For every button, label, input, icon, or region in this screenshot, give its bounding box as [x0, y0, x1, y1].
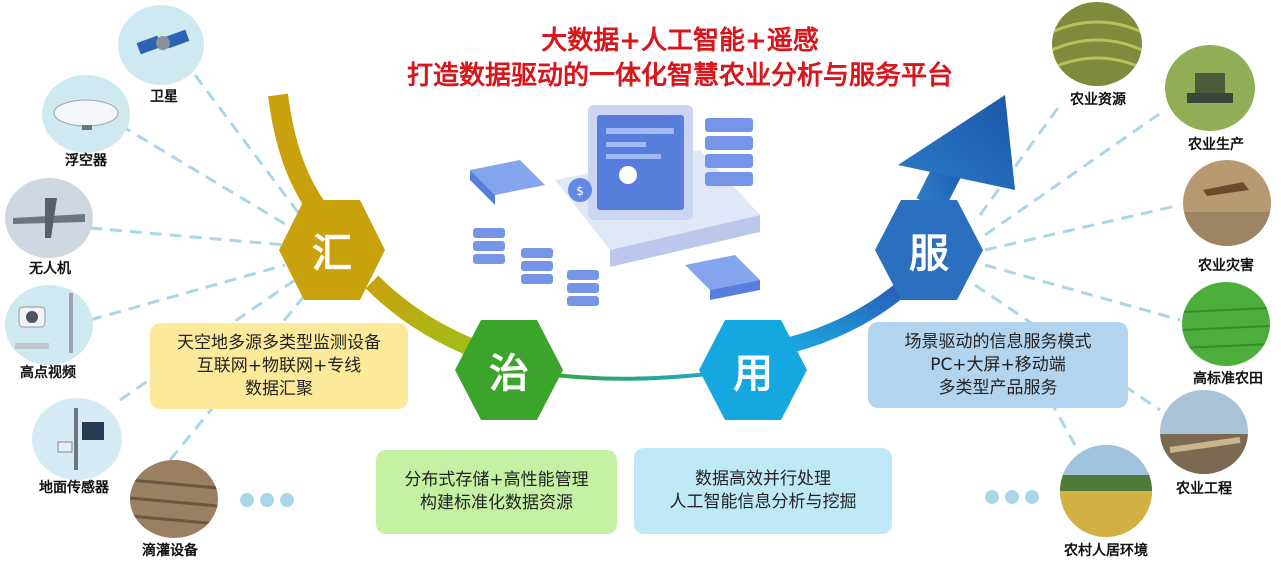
satellite-icon — [118, 5, 204, 85]
serve-line: 多类型产品服务 — [938, 377, 1058, 398]
svg-text:$: $ — [576, 184, 584, 198]
source-label-camera: 高点视频 — [20, 365, 76, 381]
target-label-engineering: 农业工程 — [1176, 481, 1232, 497]
collect-line: 互联网+物联网+专线 — [196, 355, 362, 376]
target-label-resources: 农业资源 — [1070, 92, 1126, 108]
serve-line: 场景驱动的信息服务模式 — [904, 331, 1092, 352]
irrigation-canal-icon — [1160, 390, 1248, 474]
target-label-production: 农业生产 — [1188, 137, 1244, 153]
terraced-field-icon — [1052, 2, 1142, 86]
stage-use-hexagon: 用 — [697, 318, 809, 422]
stage-use-label: 用 — [733, 351, 773, 397]
serve-description-box: 场景驱动的信息服务模式 PC+大屏+移动端 多类型产品服务 — [868, 322, 1128, 408]
source-label-drip: 滴灌设备 — [142, 543, 198, 559]
use-description-box: 数据高效并行处理 人工智能信息分析与挖掘 — [634, 448, 892, 534]
more-sources-ellipsis — [240, 493, 294, 507]
stage-collect-hexagon: 汇 — [277, 198, 387, 302]
source-label-satellite: 卫星 — [150, 89, 178, 105]
source-label-airship: 浮空器 — [65, 153, 107, 169]
stage-govern-hexagon: 治 — [453, 318, 565, 422]
more-targets-ellipsis — [985, 490, 1039, 504]
collect-line: 天空地多源多类型监测设备 — [177, 332, 381, 353]
collect-line: 数据汇聚 — [245, 378, 313, 399]
ground-sensor-icon — [32, 398, 122, 480]
locust-icon — [1183, 160, 1271, 246]
use-line: 人工智能信息分析与挖掘 — [669, 492, 857, 512]
drip-irrigation-icon — [130, 460, 218, 538]
title-line-2: 打造数据驱动的一体化智慧农业分析与服务平台 — [406, 61, 953, 91]
airship-icon — [42, 75, 130, 153]
green-field-icon — [1182, 282, 1270, 366]
stage-serve-hexagon: 服 — [873, 198, 985, 302]
computer-illustration: $ — [470, 105, 760, 306]
target-label-farmland: 高标准农田 — [1193, 371, 1263, 387]
collect-description-box: 天空地多源多类型监测设备 互联网+物联网+专线 数据汇聚 — [150, 323, 408, 409]
target-label-village: 农村人居环境 — [1064, 543, 1148, 559]
govern-line: 分布式存储+高性能管理 — [404, 470, 589, 490]
source-label-drone: 无人机 — [29, 261, 71, 277]
govern-description-box: 分布式存储+高性能管理 构建标准化数据资源 — [376, 450, 617, 534]
target-label-disaster: 农业灾害 — [1198, 258, 1254, 274]
source-label-sensor: 地面传感器 — [39, 480, 109, 496]
camera-tower-icon — [5, 285, 93, 365]
village-icon — [1060, 445, 1152, 537]
up-arrow-icon — [898, 95, 1015, 190]
stage-serve-label: 服 — [909, 231, 949, 277]
use-line: 数据高效并行处理 — [695, 469, 831, 489]
title-line-1: 大数据+人工智能+遥感 — [541, 26, 819, 56]
stage-collect-label: 汇 — [312, 231, 352, 277]
drone-icon — [5, 178, 93, 258]
stage-govern-label: 治 — [489, 351, 529, 397]
harvester-icon — [1165, 45, 1255, 131]
govern-line: 构建标准化数据资源 — [420, 493, 573, 513]
serve-line: PC+大屏+移动端 — [930, 354, 1066, 375]
